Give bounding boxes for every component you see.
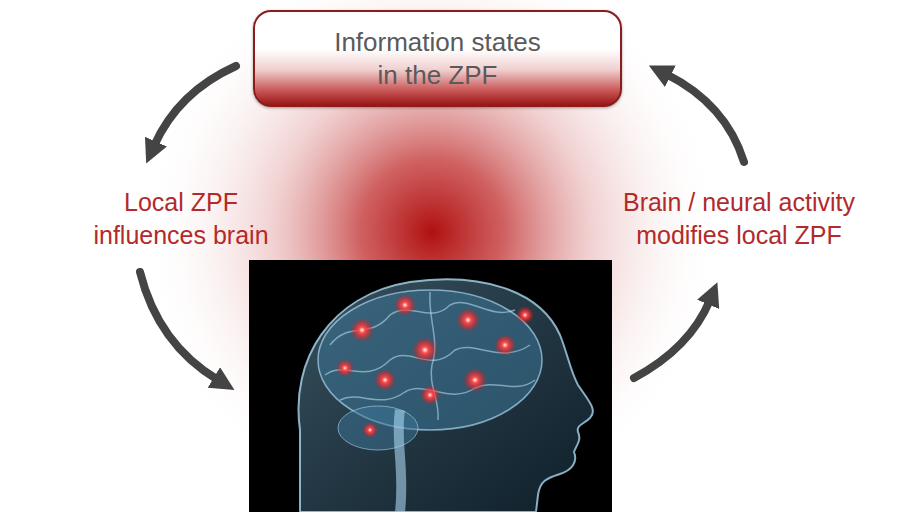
cycle-arrow <box>634 300 710 378</box>
state-box: Information states in the ZPF <box>253 10 622 107</box>
cycle-arrow <box>666 74 744 162</box>
cycle-label: Local ZPF influences brain <box>79 186 284 251</box>
cycle-arrow <box>154 66 236 146</box>
label-text: Local ZPF influences brain <box>79 186 284 251</box>
box-text: Information states in the ZPF <box>328 26 548 91</box>
label-text: Brain / neural activity modifies local Z… <box>608 186 870 251</box>
cycle-arrow <box>140 272 218 380</box>
brain-picture <box>249 260 612 512</box>
cycle-label: Brain / neural activity modifies local Z… <box>608 186 870 251</box>
